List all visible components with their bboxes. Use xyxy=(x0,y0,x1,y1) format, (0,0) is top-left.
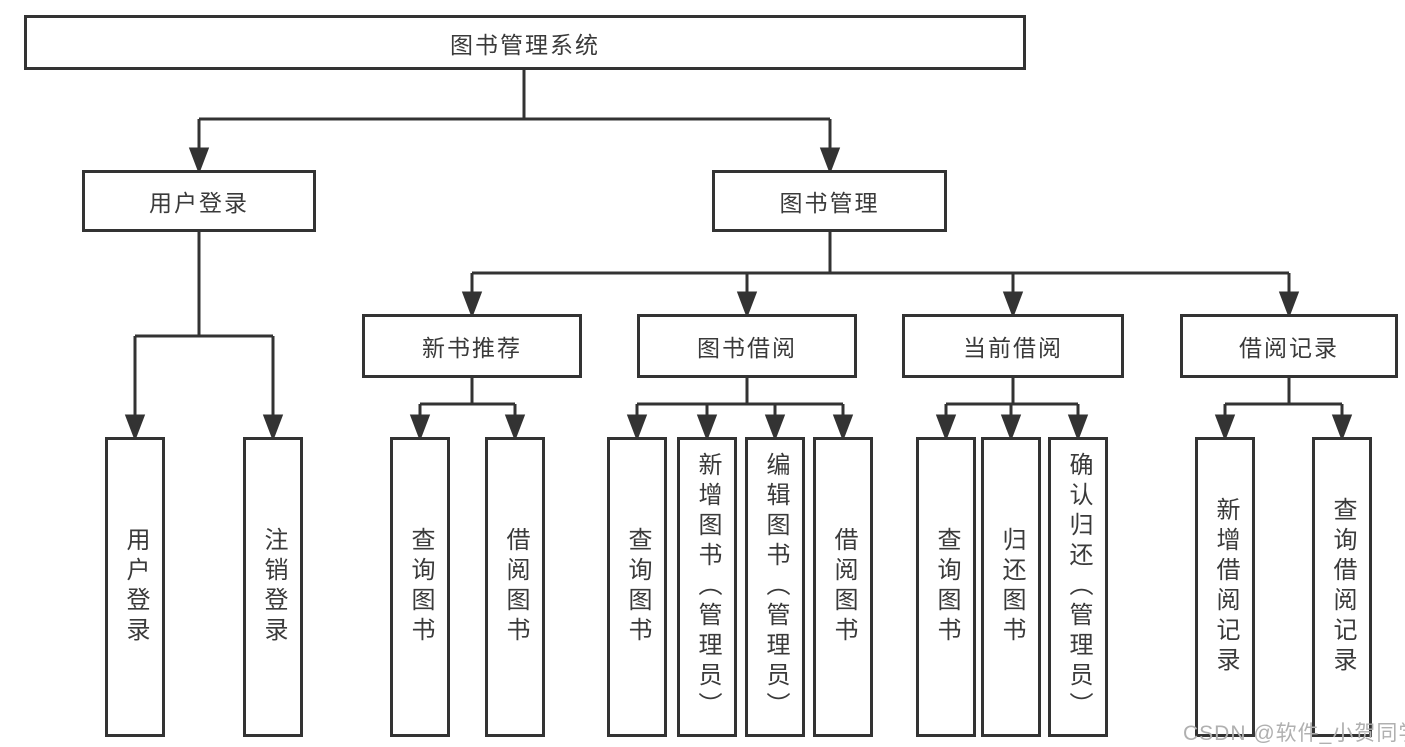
leaf-newbooks-borrow-book-label: 借阅图书 xyxy=(502,527,529,647)
arrowhead xyxy=(1214,414,1236,442)
leaf-borrow-edit-book-admin: 编辑图书（管理员） xyxy=(745,437,805,737)
leaf-borrow-edit-book-admin-label: 编辑图书（管理员） xyxy=(762,452,789,722)
arrowhead xyxy=(1331,414,1353,442)
connector-records-to-leaves xyxy=(1214,378,1353,442)
arrowhead xyxy=(504,414,526,442)
leaf-current-query-book-label: 查询图书 xyxy=(933,527,960,647)
arrowhead xyxy=(1278,291,1300,319)
leaf-borrow-borrow-book-label: 借阅图书 xyxy=(830,527,857,647)
leaf-newbooks-borrow-book: 借阅图书 xyxy=(485,437,545,737)
node-book-borrow: 图书借阅 xyxy=(637,314,857,378)
arrowhead xyxy=(409,414,431,442)
arrowhead xyxy=(736,291,758,319)
connector-current-to-leaves xyxy=(935,378,1089,442)
node-book-management-label: 图书管理 xyxy=(779,190,880,216)
arrowhead xyxy=(935,414,957,442)
arrowhead xyxy=(124,414,146,442)
leaf-current-confirm-return-admin-label: 确认归还（管理员） xyxy=(1065,452,1092,722)
leaf-borrow-query-book: 查询图书 xyxy=(607,437,667,737)
node-current-borrow: 当前借阅 xyxy=(902,314,1124,378)
arrowhead xyxy=(1002,291,1024,319)
leaf-user-login: 用户登录 xyxy=(105,437,165,737)
node-borrow-records: 借阅记录 xyxy=(1180,314,1398,378)
connector-root-to-level2 xyxy=(188,70,841,175)
leaf-records-add-record: 新增借阅记录 xyxy=(1195,437,1255,737)
arrowhead xyxy=(188,147,210,175)
leaf-borrow-add-book-admin-label: 新增图书（管理员） xyxy=(694,452,721,722)
arrowhead xyxy=(1067,414,1089,442)
csdn-watermark: CSDN @软件_小贺同学 xyxy=(1183,722,1405,745)
node-current-borrow-label: 当前借阅 xyxy=(963,335,1063,361)
node-book-management: 图书管理 xyxy=(712,170,947,232)
arrowhead xyxy=(1000,414,1022,442)
arrowhead xyxy=(461,291,483,319)
leaf-records-query-record: 查询借阅记录 xyxy=(1312,437,1372,737)
leaf-newbooks-query-book-label: 查询图书 xyxy=(407,527,434,647)
node-library-system-label: 图书管理系统 xyxy=(450,31,600,58)
leaf-records-add-record-label: 新增借阅记录 xyxy=(1212,497,1239,677)
arrowhead xyxy=(832,414,854,442)
leaf-borrow-add-book-admin: 新增图书（管理员） xyxy=(677,437,737,737)
connector-newbooks-to-leaves xyxy=(409,378,526,442)
leaf-logout-label: 注销登录 xyxy=(260,527,287,647)
leaf-current-return-book: 归还图书 xyxy=(981,437,1041,737)
node-new-book-recommend-label: 新书推荐 xyxy=(422,335,522,361)
node-user-login-label: 用户登录 xyxy=(149,190,249,216)
leaf-logout: 注销登录 xyxy=(243,437,303,737)
arrowhead xyxy=(764,414,786,442)
arrowhead xyxy=(262,414,284,442)
leaf-current-confirm-return-admin: 确认归还（管理员） xyxy=(1048,437,1108,737)
leaf-newbooks-query-book: 查询图书 xyxy=(390,437,450,737)
connector-borrow-to-leaves xyxy=(626,378,854,442)
arrowhead xyxy=(626,414,648,442)
leaf-borrow-query-book-label: 查询图书 xyxy=(624,527,651,647)
leaf-current-query-book: 查询图书 xyxy=(916,437,976,737)
arrowhead xyxy=(696,414,718,442)
connector-mgmt-to-level3 xyxy=(461,232,1300,319)
leaf-borrow-borrow-book: 借阅图书 xyxy=(813,437,873,737)
leaf-current-return-book-label: 归还图书 xyxy=(998,527,1025,647)
node-library-system: 图书管理系统 xyxy=(24,15,1026,70)
node-book-borrow-label: 图书借阅 xyxy=(697,335,797,361)
connector-login-to-leaves xyxy=(124,232,284,442)
node-new-book-recommend: 新书推荐 xyxy=(362,314,582,378)
arrowhead xyxy=(819,147,841,175)
leaf-records-query-record-label: 查询借阅记录 xyxy=(1329,497,1356,677)
node-borrow-records-label: 借阅记录 xyxy=(1239,335,1339,361)
node-user-login: 用户登录 xyxy=(82,170,316,232)
leaf-user-login-label: 用户登录 xyxy=(122,527,149,647)
